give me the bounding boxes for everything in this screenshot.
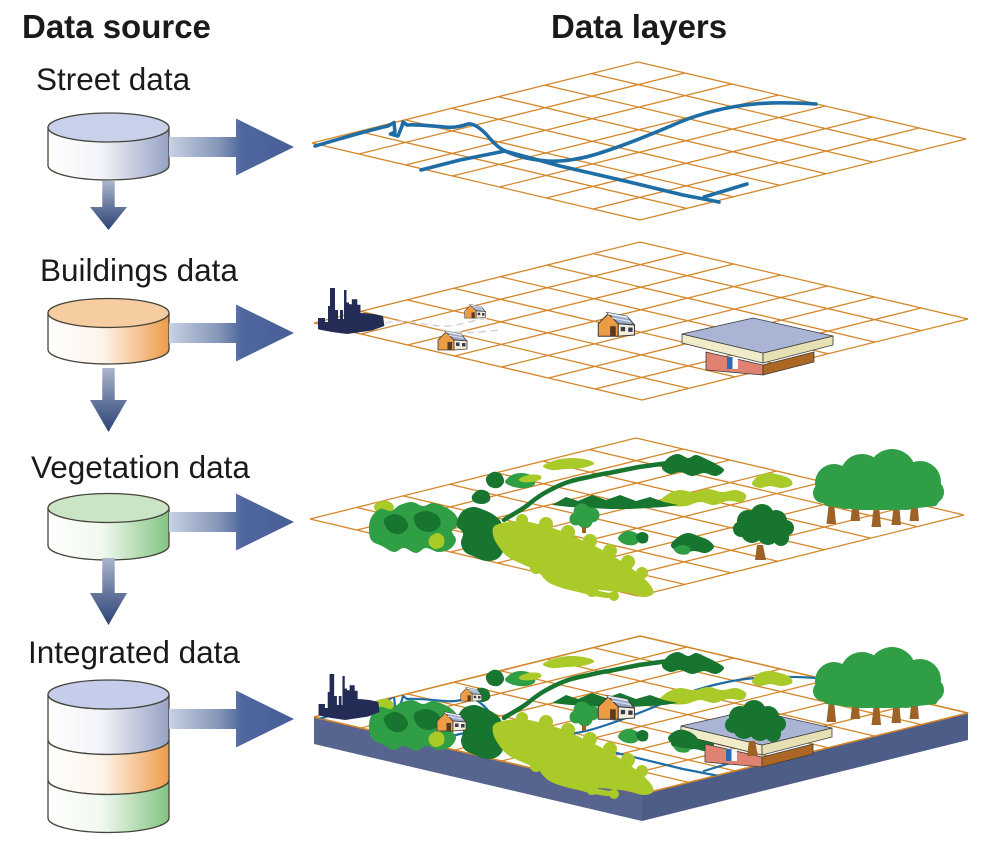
svg-text:Integrated data: Integrated data: [28, 634, 240, 670]
svg-text:Vegetation data: Vegetation data: [31, 449, 250, 485]
svg-text:Street data: Street data: [36, 61, 191, 97]
svg-text:Data source: Data source: [22, 8, 211, 45]
svg-text:Data layers: Data layers: [551, 8, 727, 45]
svg-text:Buildings data: Buildings data: [40, 252, 238, 288]
